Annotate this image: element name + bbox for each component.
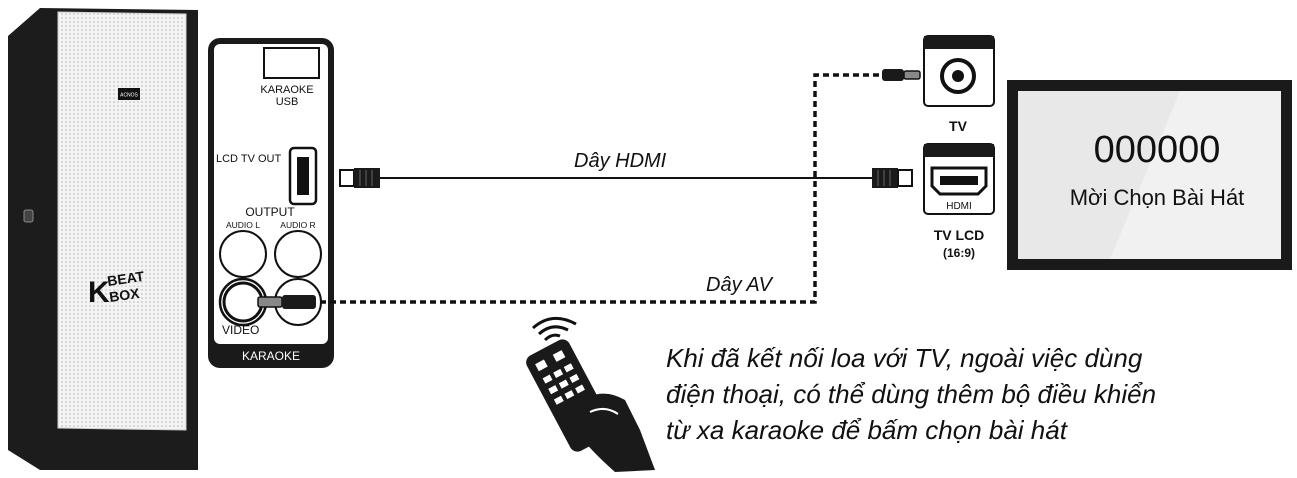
remote-control-icon: [526, 316, 655, 472]
tv-av-port: TV: [923, 35, 995, 134]
hdmi-port-label: HDMI: [946, 201, 972, 212]
svg-text:BOX: BOX: [108, 285, 141, 305]
lcd-tv-out-label: LCD TV OUT: [216, 153, 281, 165]
speaker-side-handle: [23, 209, 34, 223]
av-cable-label: Dây AV: [706, 274, 774, 296]
audio-r-label: AUDIO R: [280, 220, 315, 230]
note-line-2: điện thoại, có thể dùng thêm bộ điều khi…: [666, 379, 1156, 409]
hdmi-plug-left: [339, 168, 380, 188]
usb-label-2: USB: [276, 96, 299, 108]
usb-port: [263, 47, 320, 79]
rca-plug-left: [257, 295, 316, 309]
svg-text:K: K: [88, 276, 110, 309]
rca-plug-right: [882, 69, 921, 81]
kbeatbox-logo: K BEAT BOX: [88, 268, 146, 309]
note-line-3: từ xa karaoke để bấm chọn bài hát: [666, 415, 1069, 445]
usb-label-1: KARAOKE: [260, 84, 313, 96]
speaker-badge-text: ACNOS: [120, 93, 138, 99]
av-cable: Dây AV: [257, 69, 921, 309]
hdmi-cable-label: Dây HDMI: [574, 150, 667, 172]
video-label: VIDEO: [222, 323, 259, 337]
speaker: ACNOS K BEAT BOX: [8, 8, 198, 470]
tv-lcd-ratio: (16:9): [943, 246, 975, 260]
note-text: Khi đã kết nối loa với TV, ngoài việc dù…: [666, 343, 1156, 445]
tv-label: TV: [949, 118, 968, 134]
audio-l-label: AUDIO L: [226, 220, 260, 230]
audio-r-jack: [274, 230, 322, 278]
karaoke-footer: [226, 346, 316, 364]
output-label: OUTPUT: [245, 205, 295, 219]
hdmi-plug-right: [872, 168, 913, 188]
note-line-1: Khi đã kết nối loa với TV, ngoài việc dù…: [666, 343, 1143, 373]
rear-panel: KARAOKE USB LCD TV OUT OUTPUT AUDIO L AU…: [208, 38, 334, 368]
tv-lcd-label: TV LCD: [934, 227, 985, 243]
hand-icon: [575, 393, 655, 472]
speaker-badge: [118, 88, 140, 100]
tv-lcd-hdmi-port: HDMI TV LCD (16:9): [923, 143, 995, 260]
tv-screen: 000000 Mời Chọn Bài Hát: [1007, 80, 1292, 270]
screen-message: Mời Chọn Bài Hát: [1070, 185, 1245, 210]
karaoke-footer-label: KARAOKE: [242, 349, 300, 363]
hdmi-cable: Dây HDMI: [339, 150, 913, 188]
screen-number: 000000: [1094, 129, 1221, 171]
svg-text:BEAT: BEAT: [106, 268, 145, 289]
audio-l-jack: [219, 230, 267, 278]
